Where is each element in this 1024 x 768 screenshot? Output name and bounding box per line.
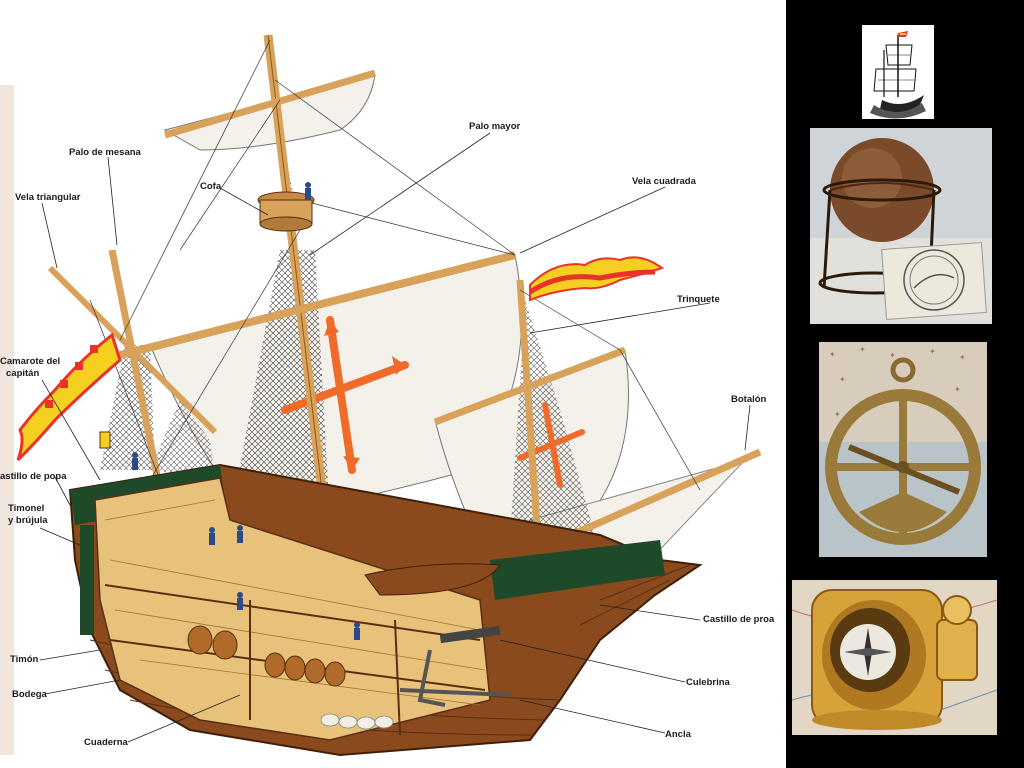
astrolabe-icon: ✦ ✦ ✦ ✦ ✦ ✦ ✦ ✦ xyxy=(819,342,987,557)
mizzen-mast xyxy=(108,249,164,491)
compass-thumbnail xyxy=(792,580,997,735)
bowsprit xyxy=(558,448,762,544)
top-sail xyxy=(163,74,376,151)
label-timon: Timón xyxy=(10,654,39,665)
leader-lines xyxy=(39,132,751,743)
ship-diagram-panel: Palo mayor Palo de mesana Vela triangula… xyxy=(0,0,786,768)
top-yard xyxy=(164,69,376,139)
label-bodega: Bodega xyxy=(12,689,48,700)
svg-text:✦: ✦ xyxy=(929,347,936,356)
svg-text:✦: ✦ xyxy=(859,345,866,354)
rigging-lines xyxy=(89,39,701,491)
label-camarote-line1: Camarote del xyxy=(0,356,60,367)
instrument-thumbnails-panel: ✦ ✦ ✦ ✦ ✦ ✦ ✦ ✦ xyxy=(786,0,1024,768)
svg-text:✦: ✦ xyxy=(834,410,841,419)
svg-text:✦: ✦ xyxy=(959,353,966,362)
ship-cutaway-illustration: Palo mayor Palo de mesana Vela triangula… xyxy=(0,34,775,757)
cargo-sacks xyxy=(320,713,394,730)
label-palo-de-mesana: Palo de mesana xyxy=(69,147,142,158)
fore-castle-trim xyxy=(490,540,665,600)
mizzen-shrouds xyxy=(100,345,155,470)
fore-mast xyxy=(516,279,544,571)
astrolabe-thumbnail: ✦ ✦ ✦ ✦ ✦ ✦ ✦ ✦ xyxy=(819,342,987,557)
svg-text:✦: ✦ xyxy=(839,375,846,384)
ship-logo-thumbnail xyxy=(862,25,934,119)
label-camarote-line2: capitán xyxy=(6,368,39,379)
label-trinquete: Trinquete xyxy=(677,294,720,305)
svg-text:✦: ✦ xyxy=(829,350,836,359)
label-ancla: Ancla xyxy=(665,729,692,740)
label-castillo-de-popa: astillo de popa xyxy=(0,471,67,482)
anchor xyxy=(399,649,511,707)
cargo-barrels xyxy=(187,625,346,687)
globe-thumbnail xyxy=(810,128,992,324)
label-cofa: Cofa xyxy=(200,181,222,192)
main-sail-cross xyxy=(281,316,409,474)
label-botalon: Botalón xyxy=(731,394,767,405)
label-timonel-line2: y brújula xyxy=(8,515,48,526)
label-cuaderna: Cuaderna xyxy=(84,737,129,748)
svg-text:✦: ✦ xyxy=(889,351,896,360)
stern-lantern xyxy=(99,431,111,449)
culverin-cannon xyxy=(439,625,501,644)
compass-icon xyxy=(792,580,997,735)
label-castillo-de-proa: Castillo de proa xyxy=(703,614,775,625)
crows-nest xyxy=(257,191,315,232)
svg-text:✦: ✦ xyxy=(954,385,961,394)
ship-logo-icon xyxy=(870,31,926,119)
label-culebrina: Culebrina xyxy=(686,677,731,688)
mizzen-yard xyxy=(47,265,218,435)
label-vela-cuadrada: Vela cuadrada xyxy=(632,176,697,187)
fore-yard xyxy=(433,346,627,426)
deck-boat xyxy=(364,563,501,596)
page-edge xyxy=(0,85,14,755)
label-palo-mayor: Palo mayor xyxy=(469,121,521,132)
label-timonel-line1: Timonel xyxy=(8,503,44,514)
main-yard xyxy=(119,251,516,359)
globe-icon xyxy=(810,128,992,324)
crew-figures xyxy=(132,182,360,640)
aft-shrouds xyxy=(150,400,215,480)
label-vela-triangular: Vela triangular xyxy=(15,192,81,203)
